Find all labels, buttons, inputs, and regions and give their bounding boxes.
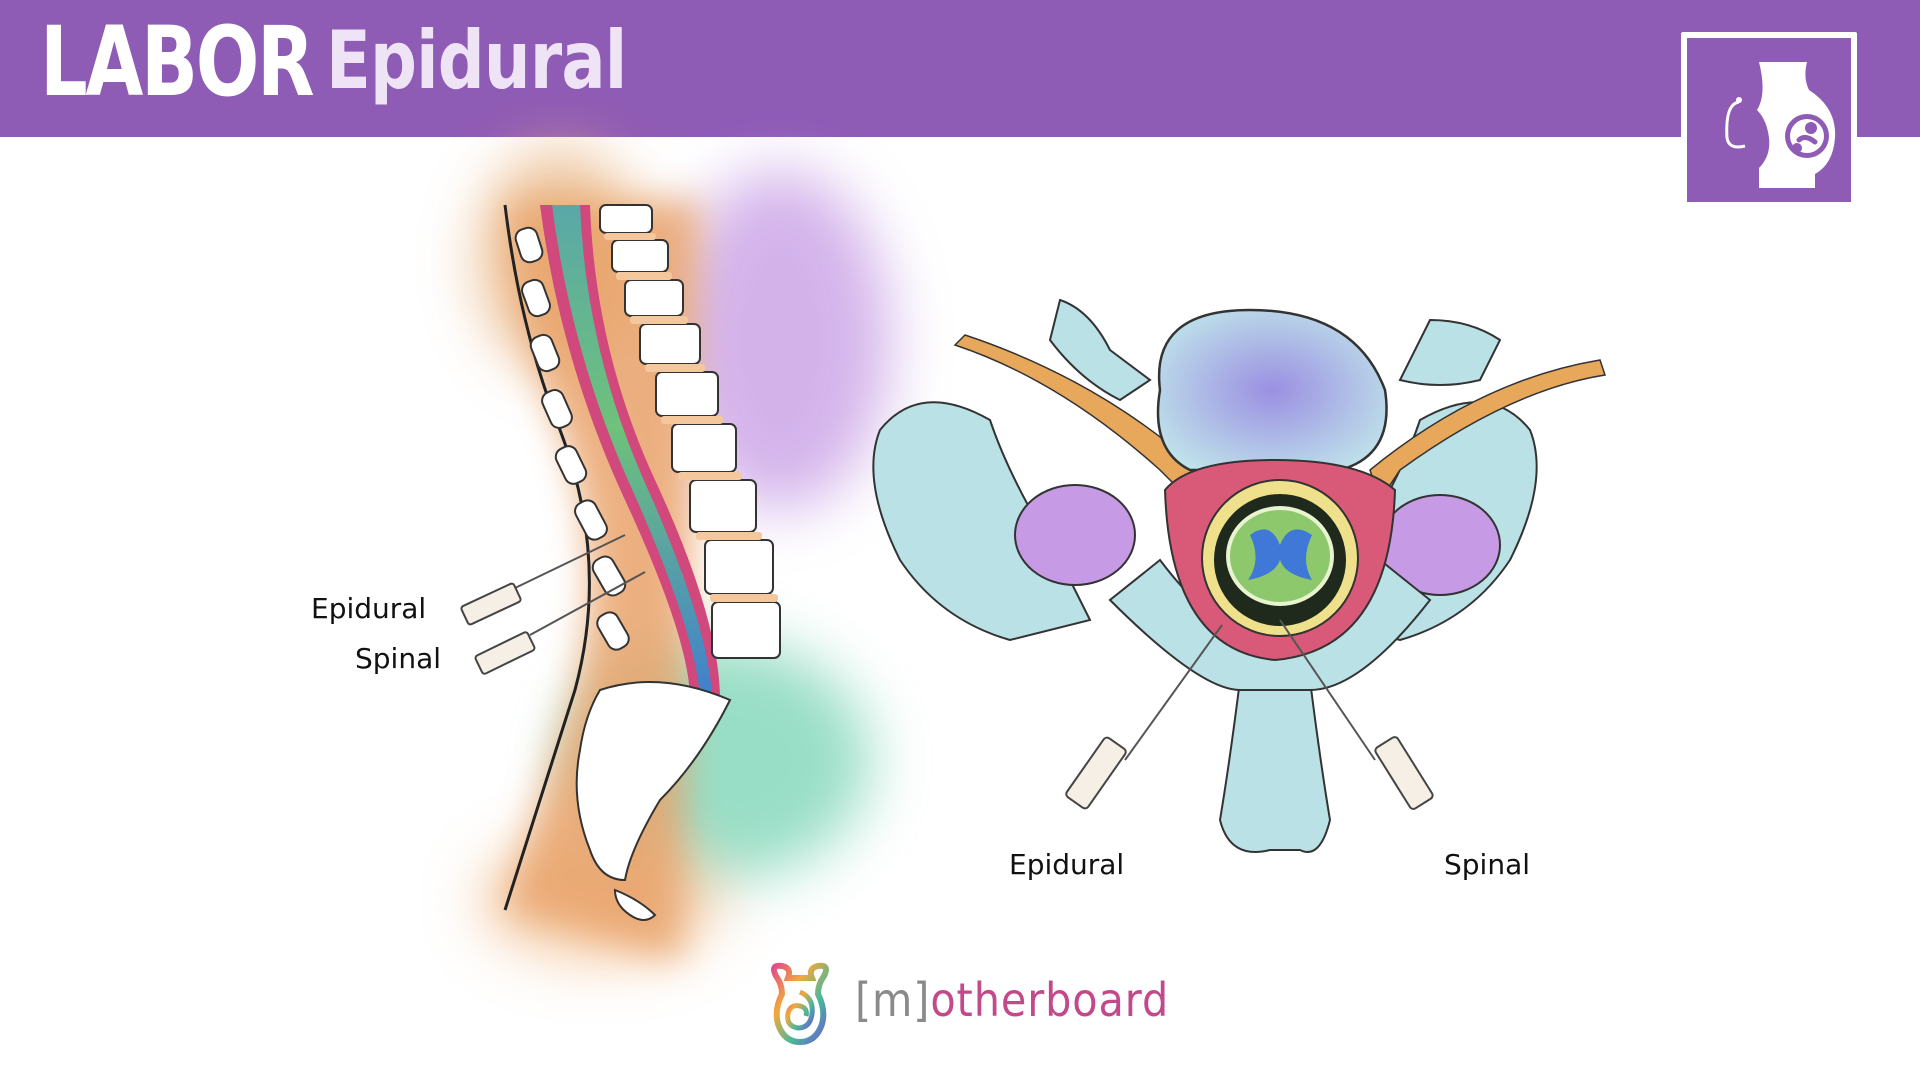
label-epidural-axial: Epidural — [1009, 848, 1125, 881]
badge-background — [1687, 38, 1851, 202]
label-epidural-sagittal: Epidural — [311, 592, 427, 625]
badge — [1681, 32, 1857, 208]
page-subtitle: Epidural — [326, 14, 627, 107]
spinal-needle-axial — [1279, 619, 1434, 810]
uterus-swirl-logo-icon — [771, 962, 829, 1046]
brand-rest: otherboard — [930, 973, 1170, 1027]
page-title: LABOR — [40, 6, 315, 118]
epidural-needle-axial — [1065, 624, 1223, 810]
label-spinal-axial: Spinal — [1444, 848, 1531, 881]
brand-bracket: [m] — [855, 973, 931, 1027]
epidural-needle-sagittal — [460, 534, 626, 626]
label-spinal-sagittal: Spinal — [355, 642, 442, 675]
spinal-needle-sagittal — [474, 571, 646, 675]
pregnant-belly-icon — [1725, 62, 1836, 188]
header-bar: LABOR Epidural — [0, 0, 1920, 137]
brand-name: [m]otherboard — [855, 973, 1169, 1027]
